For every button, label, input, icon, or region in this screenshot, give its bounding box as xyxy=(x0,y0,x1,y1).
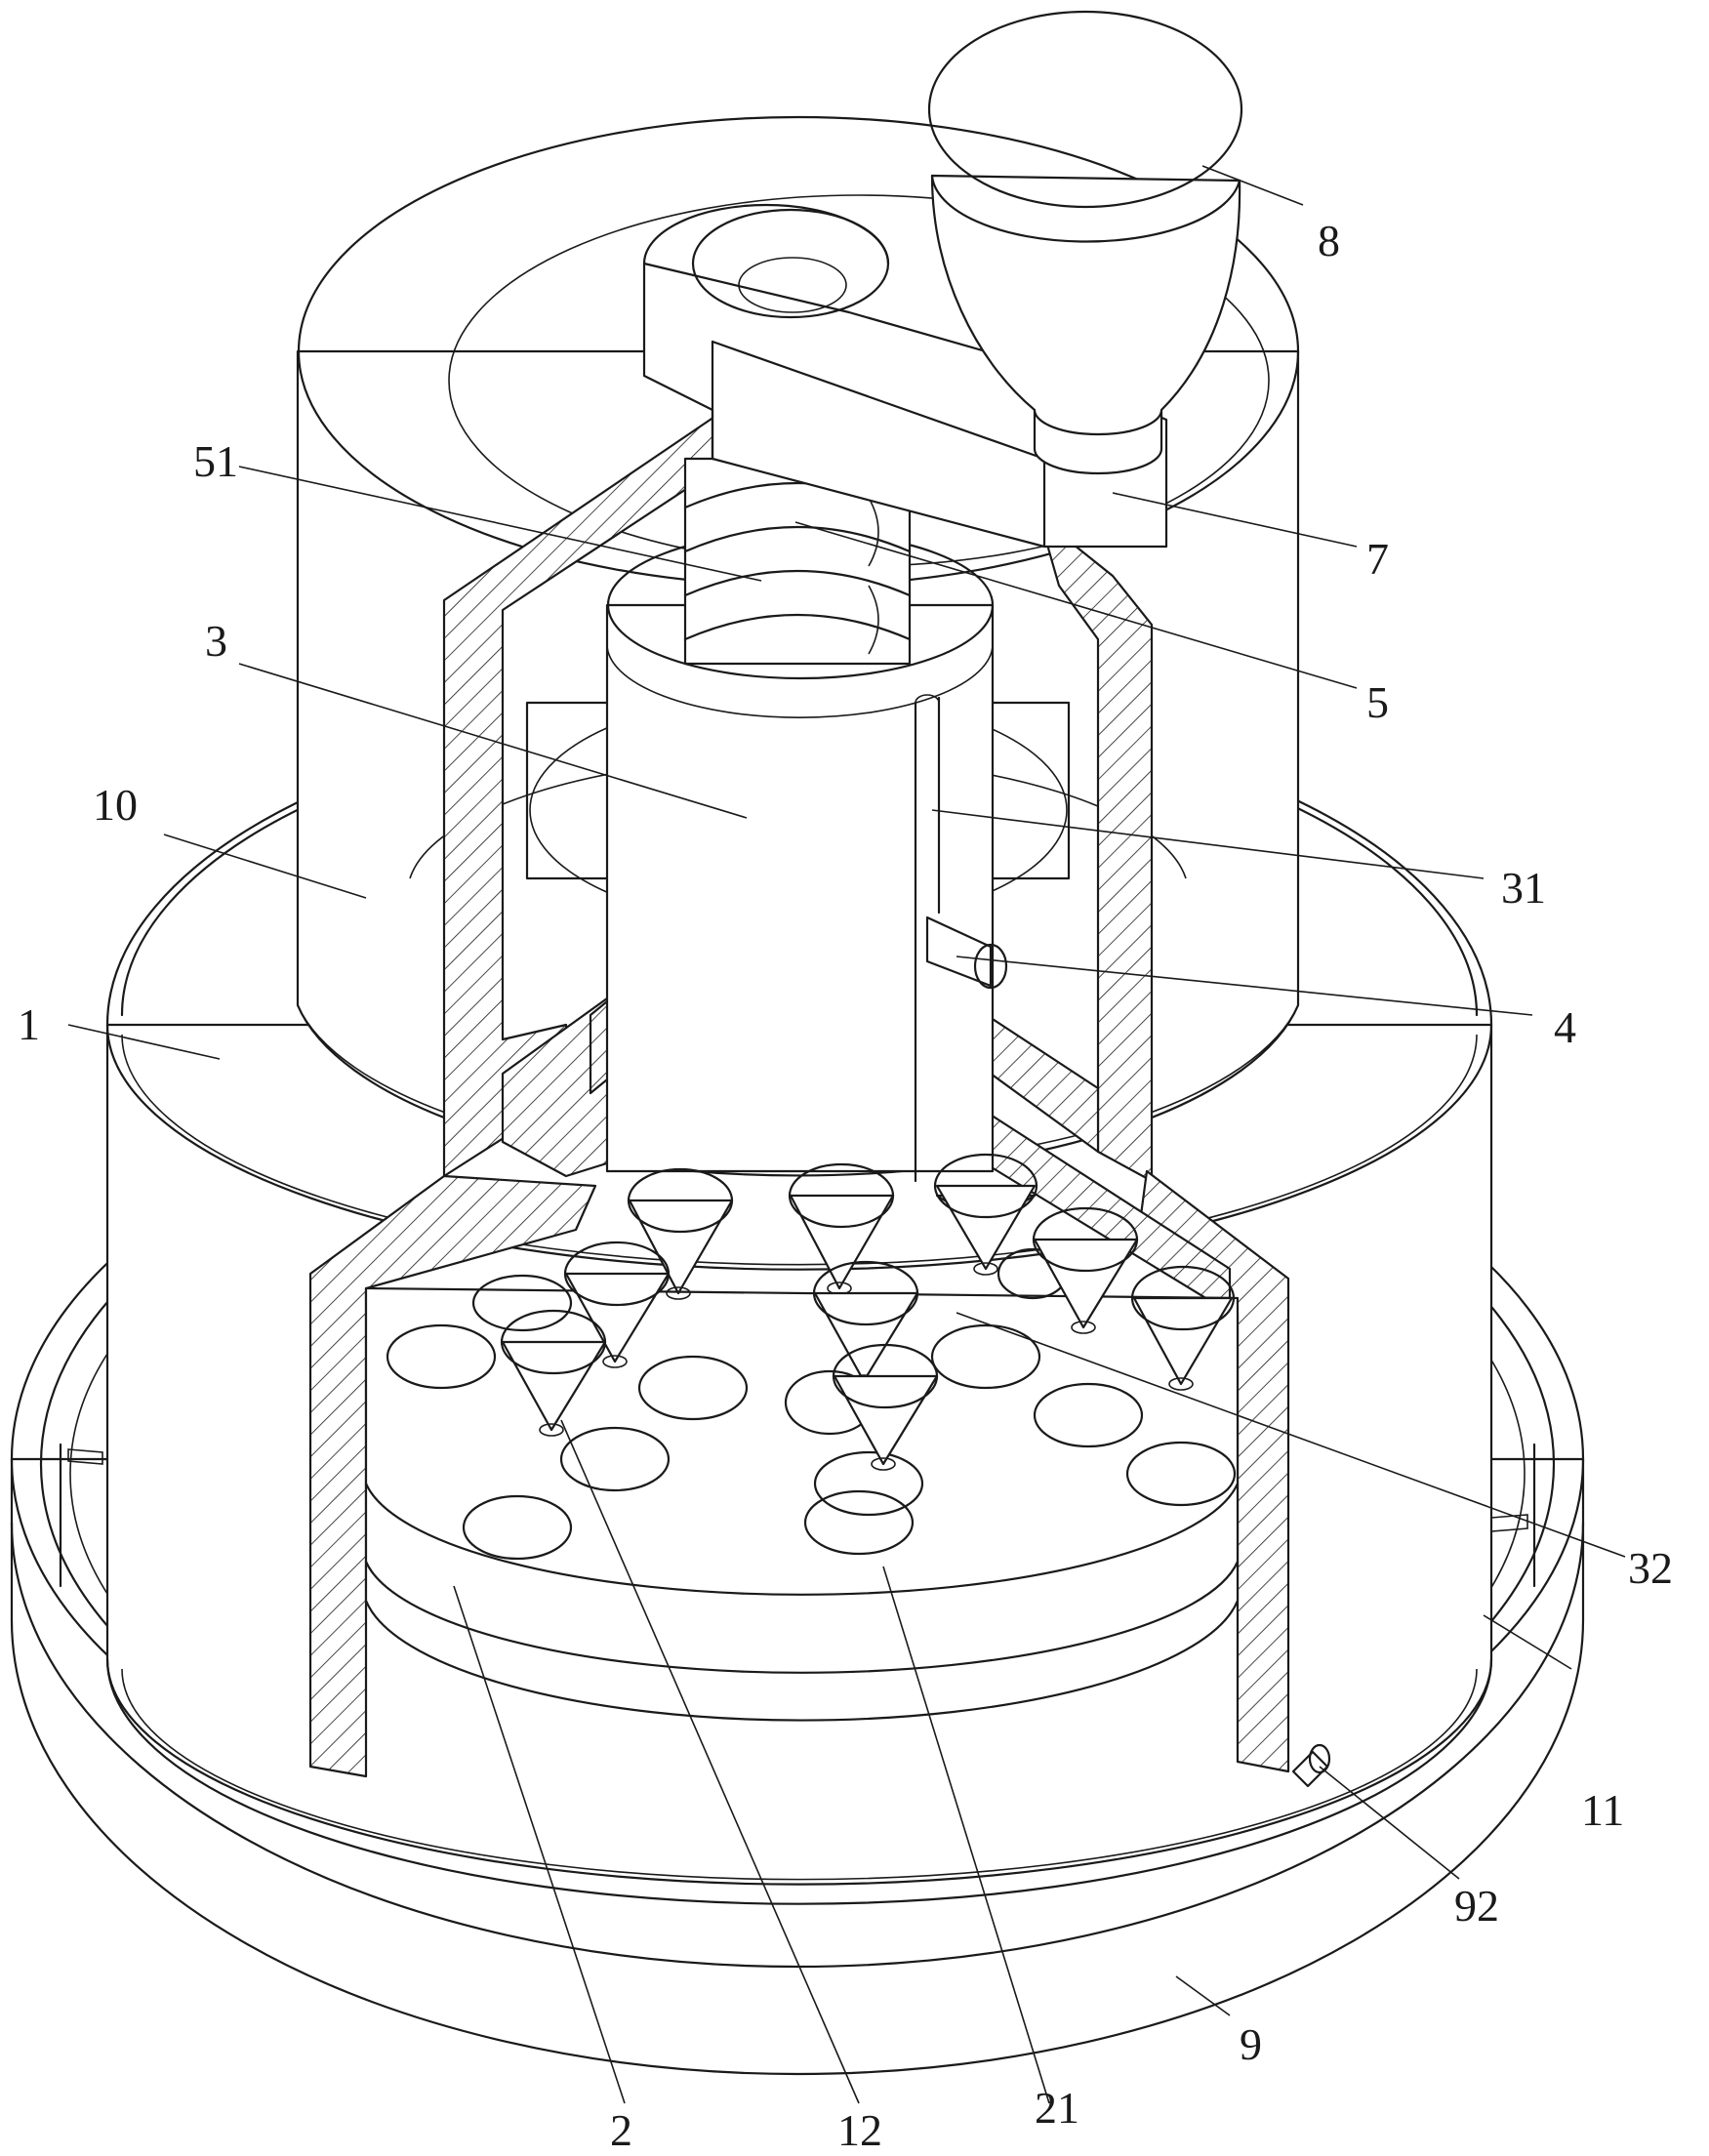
label-9: 9 xyxy=(1240,2019,1262,2069)
label-92: 92 xyxy=(1454,1881,1499,1931)
cone xyxy=(1032,1206,1139,1334)
label-32: 32 xyxy=(1628,1543,1673,1593)
central-shaft xyxy=(605,530,995,1183)
label-2: 2 xyxy=(610,2105,632,2155)
crank-arm xyxy=(642,203,1168,549)
holes-21 xyxy=(386,1247,1237,1561)
label-4: 4 xyxy=(1554,1002,1576,1052)
cones-12 xyxy=(500,1153,1236,1471)
pin-4 xyxy=(925,915,1008,990)
cone xyxy=(627,1167,734,1300)
port-92 xyxy=(1291,1743,1331,1788)
label-21: 21 xyxy=(1035,2083,1079,2133)
leader-lines xyxy=(67,165,1626,2104)
label-12: 12 xyxy=(837,2105,882,2155)
label-1: 1 xyxy=(18,999,40,1049)
label-7: 7 xyxy=(1366,534,1389,584)
cone xyxy=(788,1162,895,1295)
cone xyxy=(933,1153,1038,1276)
label-10: 10 xyxy=(93,780,138,830)
label-51: 51 xyxy=(193,436,238,486)
label-11: 11 xyxy=(1581,1785,1624,1835)
label-3: 3 xyxy=(205,616,227,666)
label-31: 31 xyxy=(1501,863,1546,913)
label-5: 5 xyxy=(1366,677,1389,727)
cone xyxy=(563,1241,671,1368)
cone xyxy=(832,1343,939,1471)
label-8: 8 xyxy=(1318,216,1340,265)
plate-2 xyxy=(364,1286,1240,1722)
cone xyxy=(812,1260,919,1388)
reference-labels: 8 51 7 5 3 10 31 1 4 32 11 92 9 2 12 21 xyxy=(18,216,1673,2155)
knob-handle xyxy=(927,10,1243,475)
cone xyxy=(1130,1265,1236,1391)
cone xyxy=(500,1309,607,1437)
